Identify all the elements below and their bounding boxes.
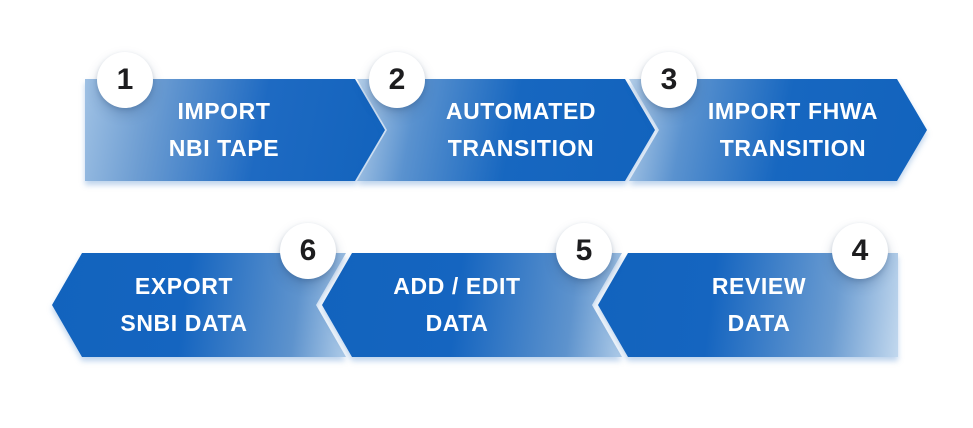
step-label-line2: TRANSITION	[447, 135, 595, 161]
step-label-line1: AUTOMATED	[445, 98, 597, 124]
step-6-export-snbi-data: 6 EXPORT SNBI DATA	[52, 223, 346, 357]
step-number: 3	[660, 63, 678, 96]
step-number-badge: 6	[280, 223, 336, 279]
step-4-review-data: 4 REVIEW DATA	[598, 223, 898, 357]
step-5-add-edit-data: 5 ADD / EDIT DATA	[322, 223, 622, 357]
step-number: 1	[116, 63, 134, 96]
step-number-badge: 3	[641, 52, 697, 108]
step-number: 6	[299, 234, 317, 267]
step-label: REVIEW DATA	[598, 253, 898, 357]
step-label: IMPORT NBI TAPE	[85, 79, 385, 181]
step-1-import-nbi-tape: 1 IMPORT NBI TAPE	[85, 52, 385, 181]
step-label-line2: TRANSITION	[719, 135, 867, 161]
step-label-line2: DATA	[425, 310, 489, 336]
step-label-line1: REVIEW	[711, 273, 807, 299]
step-number-badge: 2	[369, 52, 425, 108]
step-3-import-fhwa-transition: 3 IMPORT FHWA TRANSITION	[629, 52, 927, 181]
step-label-line2: NBI TAPE	[168, 135, 280, 161]
step-2-automated-transition: 2 AUTOMATED TRANSITION	[357, 52, 655, 181]
step-number-badge: 5	[556, 223, 612, 279]
step-label: EXPORT SNBI DATA	[52, 253, 346, 357]
step-label-line1: ADD / EDIT	[393, 273, 521, 299]
step-label-line1: IMPORT FHWA	[707, 98, 879, 124]
step-label: ADD / EDIT DATA	[322, 253, 622, 357]
step-label-line1: IMPORT	[177, 98, 271, 124]
step-label-line2: SNBI DATA	[120, 310, 248, 336]
step-number: 5	[575, 234, 593, 267]
step-number-badge: 4	[832, 223, 888, 279]
step-label-line2: DATA	[727, 310, 791, 336]
step-number: 4	[851, 234, 869, 267]
step-number: 2	[388, 63, 406, 96]
step-label-line1: EXPORT	[134, 273, 234, 299]
step-label: IMPORT FHWA TRANSITION	[629, 79, 927, 181]
step-label: AUTOMATED TRANSITION	[357, 79, 655, 181]
step-number-badge: 1	[97, 52, 153, 108]
